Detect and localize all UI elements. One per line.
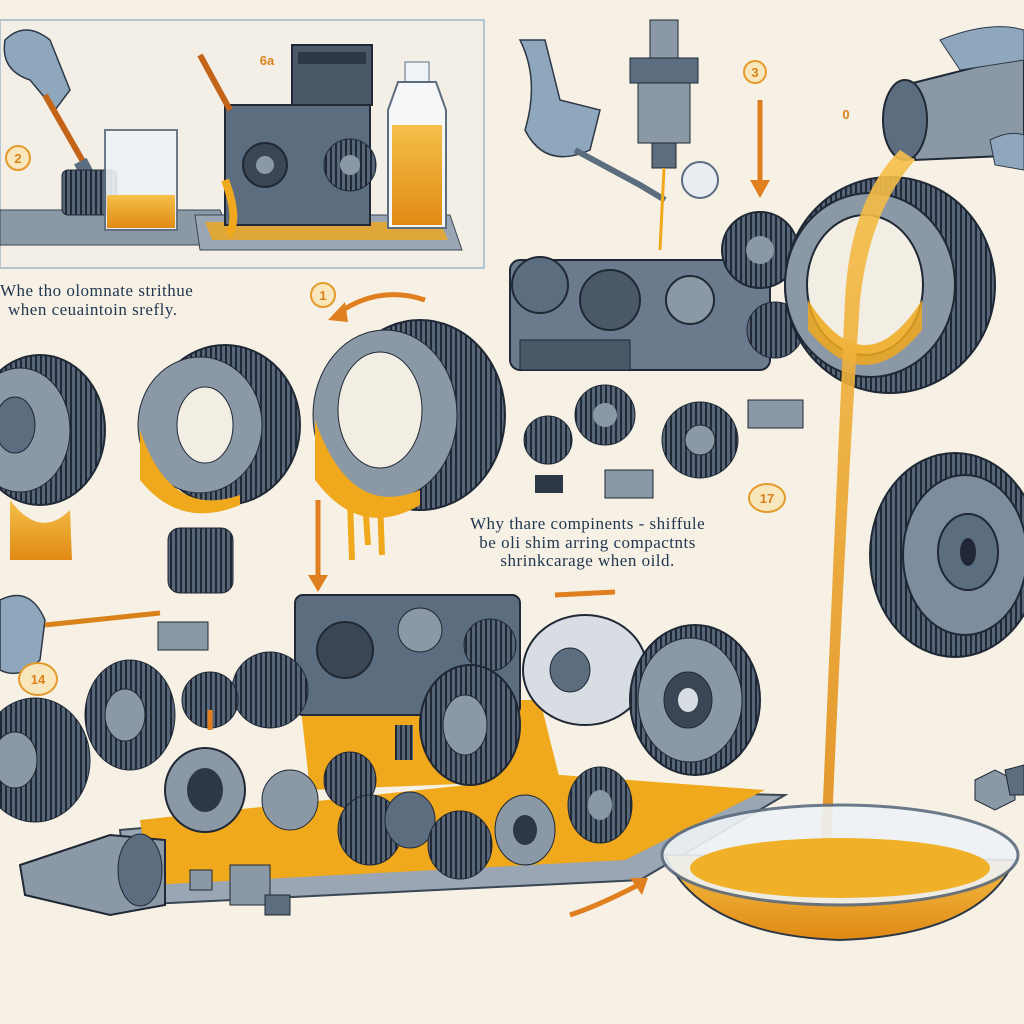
inset-panel [0, 19, 485, 269]
parts-on-platform [84, 659, 633, 880]
caption-mid-line1: Why thare compinents - shiffule [470, 514, 706, 533]
step-marker-14: 14 [18, 662, 58, 696]
bowl-icon [660, 803, 1020, 942]
large-gear-top-right [784, 176, 996, 394]
gears-bottom-left [0, 697, 291, 917]
step-marker-2: 2 [5, 145, 31, 171]
hand-icon [0, 594, 209, 675]
step-marker-1: 1 [310, 282, 336, 308]
oil-stream [820, 150, 915, 870]
nuts-right [974, 764, 1024, 811]
caption-middle: Why thare compinents - shiffule be oli s… [470, 514, 706, 571]
caption-top-line1: Whe tho olomnate strithue [0, 281, 194, 300]
engine-block-main [181, 594, 521, 786]
engine-block-small [221, 44, 377, 238]
arrow-icon [750, 180, 770, 198]
arrow-icon [630, 878, 648, 895]
caption-mid-line3: shrinkcarage when oild. [500, 551, 675, 571]
arrow-icon [207, 100, 763, 918]
step-marker-0: 0 [842, 106, 850, 122]
hand-icon [3, 29, 71, 112]
arrow-icon [328, 302, 348, 322]
step-marker-3: 3 [743, 60, 767, 84]
caption-mid-line2: be oli shim arring compactnts [479, 532, 696, 552]
oil-nozzle [629, 19, 699, 251]
hub-gears-right [522, 614, 761, 776]
hand-icon [518, 39, 667, 203]
gear-right-side [869, 452, 1024, 658]
step-marker-17: 17 [748, 483, 786, 513]
oil-can [882, 26, 1024, 171]
oil-bottle-icon [387, 61, 447, 229]
ring-gear-row [0, 319, 506, 594]
caption-top-line2: when ceuaintoin srefly. [8, 299, 178, 319]
step-marker-top: 6a [259, 52, 275, 68]
gear-assembly [509, 211, 804, 499]
caption-top: Whe tho olomnate strithue when ceuaintoi… [0, 281, 194, 319]
arrow-icon [308, 575, 328, 592]
